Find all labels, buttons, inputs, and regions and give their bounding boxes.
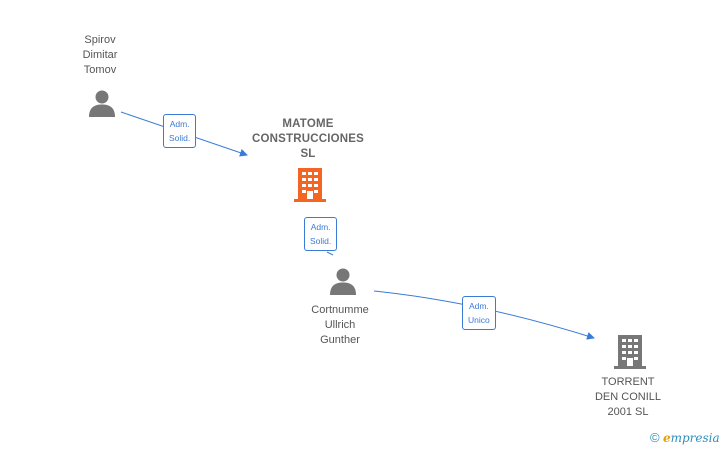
- copyright-symbol: ©: [650, 430, 660, 445]
- relation-badge-cortnumme-matome[interactable]: Adm. Solid.: [304, 217, 338, 251]
- node-label-torrent[interactable]: TORRENT DEN CONILL 2001 SL: [594, 376, 662, 418]
- relation-badge-spirov-matome[interactable]: Adm. Solid.: [163, 114, 197, 148]
- brand-name: mpresia: [670, 431, 720, 445]
- person-icon[interactable]: [328, 266, 358, 296]
- relation-badge-cortnumme-torrent[interactable]: Adm. Unico: [462, 296, 496, 330]
- person-icon[interactable]: [87, 88, 117, 118]
- empresia-watermark: © empresia: [650, 430, 720, 445]
- node-label-matome[interactable]: MATOME CONSTRUCCIONES SL: [251, 118, 365, 160]
- building-icon[interactable]: [294, 167, 326, 203]
- brand-initial: e: [662, 431, 671, 445]
- node-label-cortnumme[interactable]: Cortnumme Ullrich Gunther: [311, 304, 369, 346]
- building-icon[interactable]: [614, 334, 646, 370]
- edge-cortnumme-matome: [326, 251, 334, 256]
- node-label-spirov[interactable]: Spirov Dimitar Tomov: [82, 34, 118, 76]
